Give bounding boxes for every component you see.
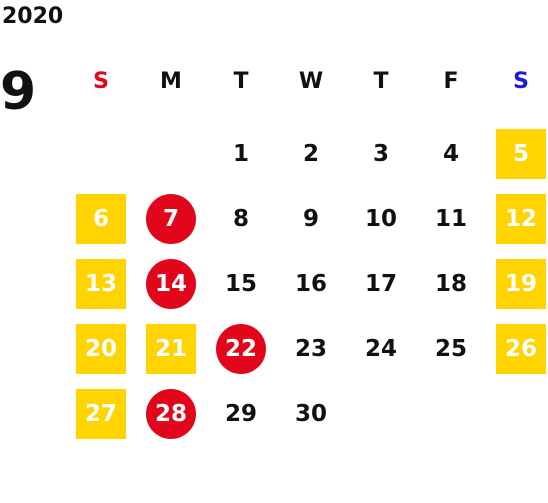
day-cell[interactable]: 17 (346, 251, 416, 316)
day-number: 21 (146, 323, 196, 374)
day-number: 27 (76, 388, 126, 439)
weekday-header: F (443, 68, 459, 94)
day-number: 3 (372, 140, 389, 167)
empty-day-cell (486, 381, 548, 446)
day-number: 2 (302, 140, 319, 167)
day-number (496, 389, 546, 439)
day-cell[interactable]: 27 (66, 381, 136, 446)
day-number (146, 129, 196, 179)
empty-day-cell (66, 121, 136, 186)
day-number: 14 (146, 258, 196, 309)
day-cell[interactable]: 18 (416, 251, 486, 316)
weekday-header: T (233, 68, 249, 94)
day-number (426, 389, 476, 439)
day-cell[interactable]: 10 (346, 186, 416, 251)
day-number: 25 (434, 335, 467, 362)
day-cell[interactable]: 13 (66, 251, 136, 316)
day-number: 22 (216, 323, 266, 374)
day-number: 24 (364, 335, 397, 362)
day-cell[interactable]: 11 (416, 186, 486, 251)
day-cell[interactable]: 15 (206, 251, 276, 316)
day-number: 16 (294, 270, 327, 297)
day-number: 1 (232, 140, 249, 167)
day-number: 23 (294, 335, 327, 362)
day-cell[interactable]: 6 (66, 186, 136, 251)
weekday-header: W (298, 68, 324, 94)
day-number: 28 (146, 388, 196, 439)
day-cell[interactable]: 21 (136, 316, 206, 381)
day-number: 29 (224, 400, 257, 427)
day-number: 17 (364, 270, 397, 297)
day-number: 6 (76, 193, 126, 244)
weekday-header: S (93, 68, 109, 94)
weekday-header: T (373, 68, 389, 94)
day-cell[interactable]: 26 (486, 316, 548, 381)
day-cell[interactable]: 3 (346, 121, 416, 186)
day-cell[interactable]: 7 (136, 186, 206, 251)
day-number: 26 (496, 323, 546, 374)
day-number (76, 129, 126, 179)
day-cell[interactable]: 20 (66, 316, 136, 381)
day-number: 9 (302, 205, 319, 232)
day-cell[interactable]: 5 (486, 121, 548, 186)
day-number: 12 (496, 193, 546, 244)
day-cell[interactable]: 29 (206, 381, 276, 446)
empty-day-cell (346, 381, 416, 446)
day-number (356, 389, 406, 439)
day-number: 7 (146, 193, 196, 244)
day-cell[interactable]: 14 (136, 251, 206, 316)
day-number: 13 (76, 258, 126, 309)
day-cell[interactable]: 19 (486, 251, 548, 316)
day-cell[interactable]: 4 (416, 121, 486, 186)
day-cell[interactable]: 9 (276, 186, 346, 251)
day-cell[interactable]: 30 (276, 381, 346, 446)
day-number: 15 (224, 270, 257, 297)
day-number: 19 (496, 258, 546, 309)
day-cell[interactable]: 22 (206, 316, 276, 381)
day-cell[interactable]: 8 (206, 186, 276, 251)
day-number: 5 (496, 128, 546, 179)
calendar-year: 2020 (2, 4, 64, 29)
day-cell[interactable]: 16 (276, 251, 346, 316)
calendar-month: 9 (0, 62, 37, 122)
day-cell[interactable]: 25 (416, 316, 486, 381)
empty-day-cell (416, 381, 486, 446)
empty-day-cell (136, 121, 206, 186)
day-number: 30 (294, 400, 327, 427)
day-number: 8 (232, 205, 249, 232)
day-cell[interactable]: 1 (206, 121, 276, 186)
day-cell[interactable]: 12 (486, 186, 548, 251)
weekday-header: M (160, 68, 182, 94)
weekday-header: S (513, 68, 529, 94)
day-number: 11 (434, 205, 467, 232)
day-cell[interactable]: 24 (346, 316, 416, 381)
day-number: 20 (76, 323, 126, 374)
day-number: 10 (364, 205, 397, 232)
day-cell[interactable]: 23 (276, 316, 346, 381)
day-number: 18 (434, 270, 467, 297)
day-cell[interactable]: 28 (136, 381, 206, 446)
day-cell[interactable]: 2 (276, 121, 346, 186)
day-number: 4 (442, 140, 459, 167)
